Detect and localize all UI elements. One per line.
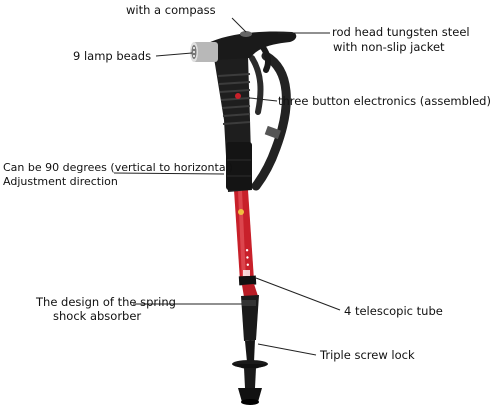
leader-telescopic (255, 277, 341, 311)
shaft-decals: • • • (238, 209, 252, 276)
label-spring-2: shock absorber (53, 309, 142, 323)
wrist-strap (249, 51, 291, 191)
t-head (206, 31, 297, 73)
label-telescopic: 4 telescopic tube (344, 304, 443, 318)
pole-foot (232, 360, 268, 405)
leader-screw (257, 343, 317, 356)
label-lamp: 9 lamp beads (73, 49, 152, 63)
power-button (235, 93, 241, 99)
label-spring-1: The design of the spring (36, 295, 176, 309)
label-compass: with a compass (126, 3, 216, 17)
label-button: three button electronics (assembled) (278, 94, 491, 108)
leader-compass (231, 17, 247, 33)
leader-adjust (113, 172, 225, 175)
leader-lines (113, 17, 341, 356)
leader-button (249, 97, 278, 102)
handle-grip (214, 56, 252, 192)
label-adjust-2: Adjustment direction (3, 175, 118, 188)
svg-text:• • •: • • • (242, 248, 252, 268)
label-tungsten-2: with non-slip jacket (333, 40, 445, 54)
label-tungsten-1: rod head tungsten steel (332, 25, 470, 39)
label-screw: Triple screw lock (320, 348, 415, 362)
lamp-head (190, 42, 218, 62)
leader-lamp (155, 52, 193, 57)
label-adjust-1: Can be 90 degrees (vertical to horizonta… (3, 161, 233, 174)
